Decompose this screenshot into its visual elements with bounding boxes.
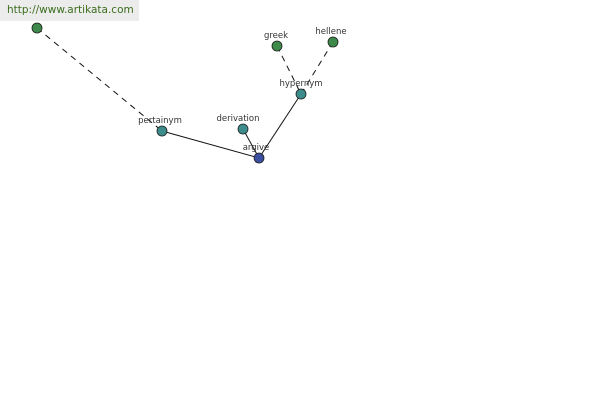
- labels-layer: pertainym derivation argive hypernym greek he…: [138, 27, 346, 153]
- node-label-hellene: hellene: [315, 27, 346, 37]
- node-label-derivation: derivation: [216, 114, 259, 124]
- edge-origin-pertainym: [36, 27, 163, 132]
- node-label-greek: greek: [264, 31, 288, 41]
- node-label-argive: argive: [243, 143, 270, 153]
- edge-hypernym-argive: [258, 93, 302, 159]
- node-label-pertainym: pertainym: [138, 116, 182, 126]
- node-origin[interactable]: [31, 22, 43, 34]
- url-text: http://www.artikata.com: [7, 4, 134, 16]
- node-pertainym[interactable]: [156, 125, 168, 137]
- edge-derivation-argive: [242, 128, 260, 159]
- node-greek[interactable]: [271, 40, 283, 52]
- edge-pertainym-argive: [161, 130, 260, 159]
- nodes-layer: [31, 22, 339, 164]
- node-argive[interactable]: [253, 152, 265, 164]
- url-watermark: http://www.artikata.com: [0, 0, 139, 21]
- node-derivation[interactable]: [237, 123, 249, 135]
- node-hellene[interactable]: [327, 36, 339, 48]
- node-label-hypernym: hypernym: [279, 79, 322, 89]
- node-hypernym[interactable]: [295, 88, 307, 100]
- edge-greek-hypernym: [276, 45, 302, 95]
- edges-layer: [36, 27, 334, 159]
